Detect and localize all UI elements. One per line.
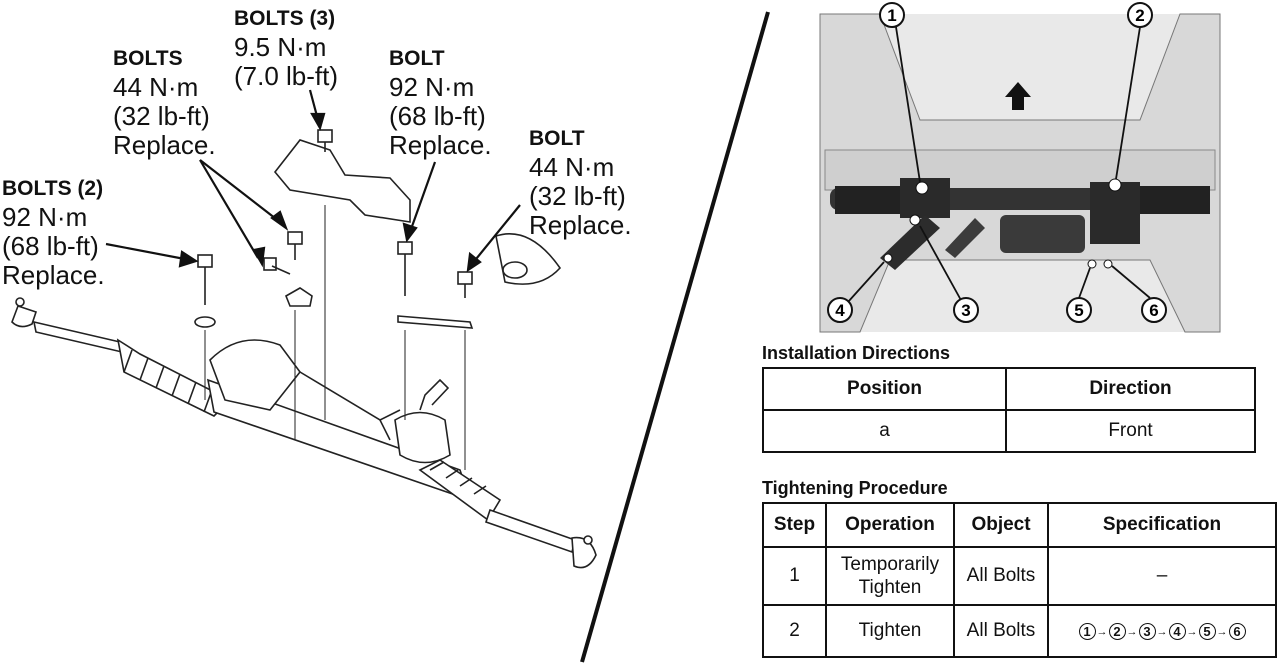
object-cell: All Bolts [953,546,1049,606]
tightening-title: Tightening Procedure [762,478,948,498]
seq-step-3: 3 [1138,623,1156,640]
tightening-sequence: 1→ 2→ 3→ 4→ 5→ 6 [1078,623,1246,640]
callout-bolts-3: BOLTS (3) 9.5 N·m (7.0 lb-ft) [234,4,338,91]
tightening-header-step: Step [762,502,827,548]
arrow-icon: → [1126,625,1138,638]
callout-torque: 44 N·m [529,152,615,182]
marker-3: 3 [953,297,979,323]
table-row: 2 Tighten All Bolts 1→ 2→ 3→ 4→ 5→ 6 [762,604,1277,658]
callout-note: Replace. [529,210,632,240]
step-cell: 2 [762,604,827,658]
bolt-shapes [194,129,473,328]
arrow-icon: → [1216,625,1228,638]
marker-1-label: 1 [887,6,896,25]
installation-title: Installation Directions [762,343,951,363]
callout-bolts-44: BOLTS 44 N·m (32 lb-ft) Replace. [113,44,216,160]
divider-line [580,11,770,663]
arrow-icon: → [1186,625,1198,638]
callout-torque-imperial: (32 lb-ft) [529,181,626,211]
installation-header-direction: Direction [1005,367,1256,411]
installation-table: Position Direction a Front [762,367,1256,453]
seq-step-1: 1 [1078,623,1096,640]
seq-step-6: 6 [1228,623,1246,640]
installation-position: a [762,409,1007,453]
callout-torque: 92 N·m [389,72,475,102]
marker-leaders [847,26,1151,303]
specification-cell: – [1047,546,1277,606]
operation-cell: Temporarily Tighten [825,546,955,606]
arrow-icon: → [1156,625,1168,638]
marker-6-label: 6 [1149,301,1158,320]
marker-5: 5 [1066,297,1092,323]
marker-4-label: 4 [835,301,845,320]
callout-torque: 44 N·m [113,72,199,102]
photo-markers: 1 2 3 4 5 6 [827,2,1167,323]
callout-note: Replace. [2,260,105,290]
callout-torque: 9.5 N·m [234,32,327,62]
callout-torque-imperial: (32 lb-ft) [113,101,210,131]
operation-cell: Tighten [825,604,955,658]
callout-title: BOLTS [113,47,183,70]
object-cell: All Bolts [953,604,1049,658]
callout-title: BOLTS (2) [2,177,104,200]
tightening-table: Step Operation Object Specification 1 Te… [762,502,1277,658]
step-cell: 1 [762,546,827,606]
arrow-icon: → [1096,625,1108,638]
callout-bolt-44: BOLT 44 N·m (32 lb-ft) Replace. [529,124,632,240]
callout-note: Replace. [389,130,492,160]
marker-3-label: 3 [961,301,970,320]
callout-title: BOLT [389,47,445,70]
callout-title: BOLTS (3) [234,7,336,30]
steering-rack-drawing [11,129,597,569]
installation-direction: Front [1005,409,1256,453]
callout-bolts-2: BOLTS (2) 92 N·m (68 lb-ft) Replace. [2,174,105,290]
tightening-header-object: Object [953,502,1049,548]
tightening-header-operation: Operation [825,502,955,548]
installation-header-position: Position [762,367,1007,411]
tightening-header-specification: Specification [1047,502,1277,548]
callout-torque-imperial: (68 lb-ft) [2,231,99,261]
front-arrow-icon [1005,82,1031,110]
callout-bolt-92: BOLT 92 N·m (68 lb-ft) Replace. [389,44,492,160]
vehicle-underside-photo [819,13,1221,333]
table-row: 1 Temporarily Tighten All Bolts – [762,546,1277,606]
seq-step-5: 5 [1198,623,1216,640]
leader-arrows [105,89,521,273]
marker-2: 2 [1127,2,1153,28]
seq-step-4: 4 [1168,623,1186,640]
seq-step-2: 2 [1108,623,1126,640]
marker-6: 6 [1141,297,1167,323]
callout-torque-imperial: (68 lb-ft) [389,101,486,131]
callout-torque-imperial: (7.0 lb-ft) [234,61,339,91]
callout-title: BOLT [529,127,585,150]
marker-2-label: 2 [1135,6,1144,25]
marker-1: 1 [879,2,905,28]
marker-5-label: 5 [1074,301,1083,320]
callout-note: Replace. [113,130,216,160]
specification-cell: 1→ 2→ 3→ 4→ 5→ 6 [1047,604,1277,658]
marker-4: 4 [827,297,853,323]
table-row: a Front [762,409,1256,453]
callout-torque: 92 N·m [2,202,88,232]
